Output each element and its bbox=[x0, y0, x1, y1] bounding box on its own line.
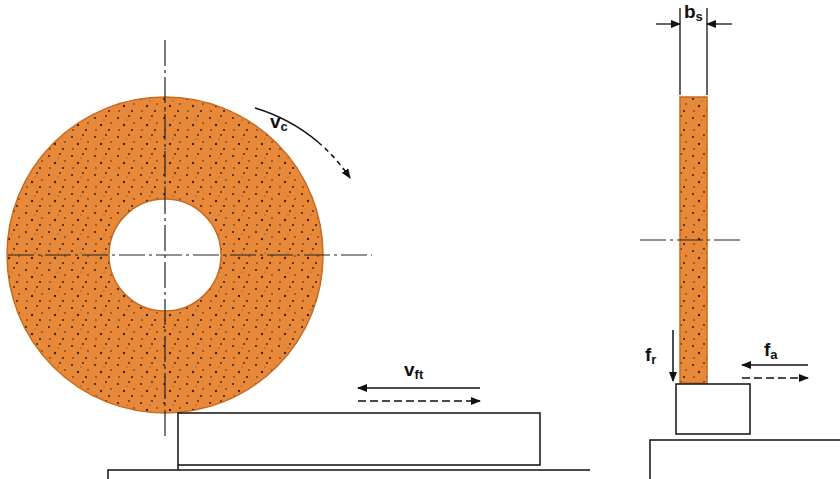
symbol-label: vc bbox=[270, 112, 288, 133]
centerlines bbox=[8, 40, 372, 440]
speed-arrow bbox=[318, 142, 350, 178]
symbol-label: fa bbox=[764, 340, 778, 361]
feed-arrows bbox=[673, 330, 808, 381]
workpiece bbox=[108, 413, 590, 479]
feed-arrows bbox=[358, 388, 480, 401]
symbol-label: bs bbox=[684, 2, 703, 23]
centerlines bbox=[640, 239, 742, 240]
workpiece bbox=[650, 384, 840, 479]
symbol-label: fr bbox=[645, 345, 656, 366]
speed-arrow bbox=[255, 108, 318, 142]
symbol-label: vft bbox=[404, 360, 423, 381]
